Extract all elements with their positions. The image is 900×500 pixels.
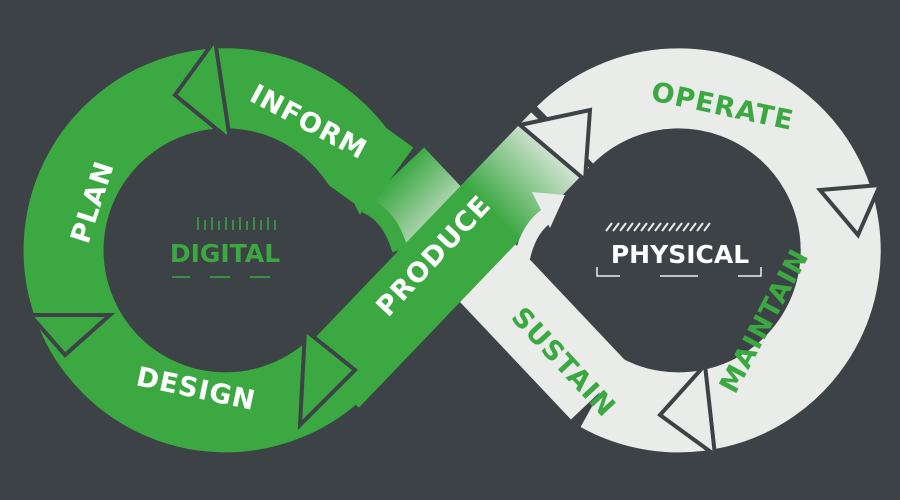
physical-inner-arrowhead-icon [532,192,565,228]
digital-inner-arrow-icon [361,197,408,253]
sustain-band [365,147,630,420]
physical-title-decoration [596,222,762,277]
maintain-arrowhead [657,360,718,460]
inform-arrowhead [172,34,233,145]
design-arrowhead [297,326,358,431]
physical-inner-arrow-icon [512,208,553,272]
digital-title-decoration [172,217,276,278]
digital-title: DIGITAL [170,239,280,268]
digital-loop-band [23,48,414,453]
plan-arrowhead [25,313,116,358]
produce-arrowhead [515,107,593,185]
digital-inner-arrowhead-icon [345,180,378,215]
operate-arrowhead [815,182,884,239]
physical-title: PHYSICAL [611,240,749,269]
produce-band [301,112,589,408]
